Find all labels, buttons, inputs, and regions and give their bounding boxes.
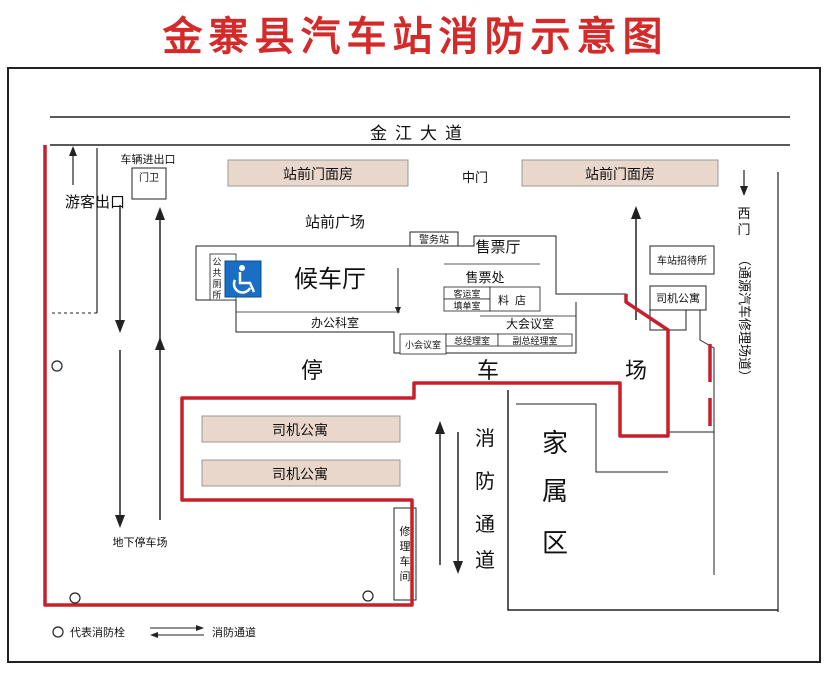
arrow-down-icon [740,186,748,196]
underground-parking-label: 地下停车场 [113,535,168,549]
legend-hydrant-label: 代表消防栓 [70,625,125,639]
arrow-up-icon [155,207,165,220]
form-office-label: 填单室 [453,300,480,312]
family-label: 家属区 [542,429,568,559]
fire-lane-label: 消防通道 [475,426,495,572]
passenger-office-label: 客运室 [453,288,480,300]
parking-label-2: 车 [477,359,499,384]
arrow-down-icon [115,515,125,528]
meeting-small-label: 小会议室 [405,339,441,351]
office-label: 办公科室 [311,315,359,330]
fire-route [43,145,670,607]
arrow-left-icon [150,632,158,638]
ticket-office-label: 售票处 [465,270,504,286]
arrow-down-icon [453,561,463,574]
driver-apt-right-label: 司机公寓 [656,291,700,305]
parking-label-1: 停 [301,359,323,384]
driver-apt-1 [201,415,401,443]
hydrant-icon [362,590,374,602]
map-border [7,67,821,663]
deputy-gm-box [497,333,573,347]
driver-apt-right-box [649,285,707,311]
family-outline [507,390,778,611]
toilet-label: 公共厕所 [212,257,221,301]
west-gate-label: 西门 [737,207,750,238]
vehicle-entrance-label: 车辆进出口 [121,152,176,166]
police-label: 警务站 [419,233,449,246]
hydrant-icon [69,592,81,604]
building-outline-bottom [195,246,577,354]
repair-label: 修理车间 [400,524,411,583]
storefront-left [227,159,409,187]
storefront-right-label: 站前门面房 [585,166,655,183]
arrow-up-icon [435,421,445,434]
legend-hydrant-icon [52,626,64,638]
police-box [409,231,459,247]
reception-label: 车站招待所 [657,254,707,267]
gm-office-label: 总经理室 [454,335,490,347]
west-road-label: （通源汽车修理场道） [736,253,752,383]
visitor-exit-label: 游客出口 [65,193,125,211]
middle-gate-label: 中门 [462,171,488,186]
arrow-right-icon [196,625,204,631]
legend-lane-label: 消防通道 [212,625,256,639]
ticket-hall-label: 售票厅 [475,238,520,256]
arrow-up-icon [631,206,641,219]
reception-box [649,245,715,275]
hydrant-icon [51,360,63,372]
plaza-label: 站前广场 [305,213,365,231]
deputy-gm-label: 副总经理室 [512,335,557,347]
meeting-large-label: 大会议室 [506,316,554,331]
arrow-down-icon [115,320,125,333]
driver-apt-2 [201,459,401,487]
driver-apt-2-label: 司机公寓 [272,466,328,483]
gate-guard-label: 门卫 [139,171,159,184]
map-title: 金寨县汽车站消防示意图 [162,13,669,60]
storefront-right [521,159,719,187]
waiting-hall-label: 候车厅 [294,265,366,293]
gate-guard-box [131,167,167,200]
store-label: 料店 [498,293,532,307]
store-box [489,286,541,312]
driver-apt-1-label: 司机公寓 [272,422,328,439]
parking-label-3: 场 [625,359,647,384]
storefront-left-label: 站前门面房 [283,166,353,183]
road-label: 金江大道 [370,124,470,144]
arrow-up-icon [155,337,165,350]
